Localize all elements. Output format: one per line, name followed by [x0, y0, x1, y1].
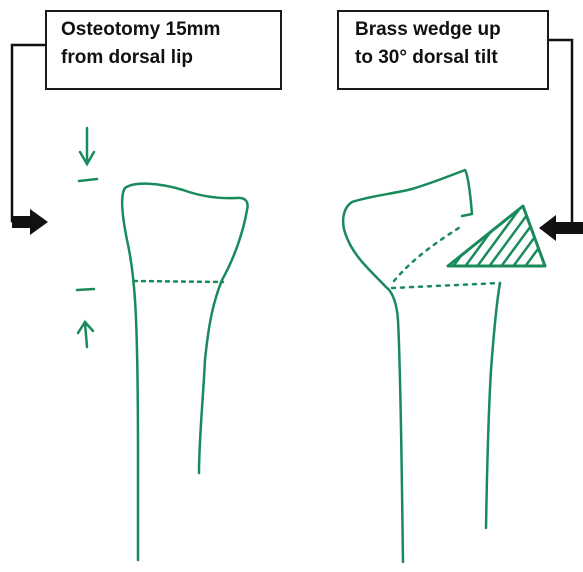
upper-tick [79, 179, 97, 181]
up-arrow-icon [78, 322, 93, 347]
left-pointing-arrow-icon [539, 215, 583, 241]
down-arrow-icon [80, 128, 94, 164]
cut-line-upper [394, 226, 462, 281]
osteotomy-label-line2: from dorsal lip [61, 44, 272, 72]
wedge-label-line2: to 30° dorsal tilt [355, 44, 539, 72]
wedge-label-line1: Brass wedge up [355, 16, 539, 44]
right-connector [549, 40, 572, 228]
radius-sketch-right [343, 170, 500, 562]
lower-tick [77, 289, 94, 290]
cut-line-lower [392, 283, 500, 288]
osteotomy-label-line1: Osteotomy 15mm [61, 16, 272, 44]
left-connector [12, 45, 45, 221]
radius-sketch-left [122, 184, 247, 560]
bone-outline-left [122, 184, 247, 560]
osteotomy-line-left [134, 281, 223, 282]
bone-shaft-right [486, 283, 500, 528]
osteotomy-label-box: Osteotomy 15mm from dorsal lip [45, 10, 282, 90]
measurement-markers [77, 128, 97, 347]
right-pointing-arrow-icon [12, 209, 48, 235]
wedge-label-box: Brass wedge up to 30° dorsal tilt [337, 10, 549, 90]
bone-outline-right [343, 170, 472, 562]
